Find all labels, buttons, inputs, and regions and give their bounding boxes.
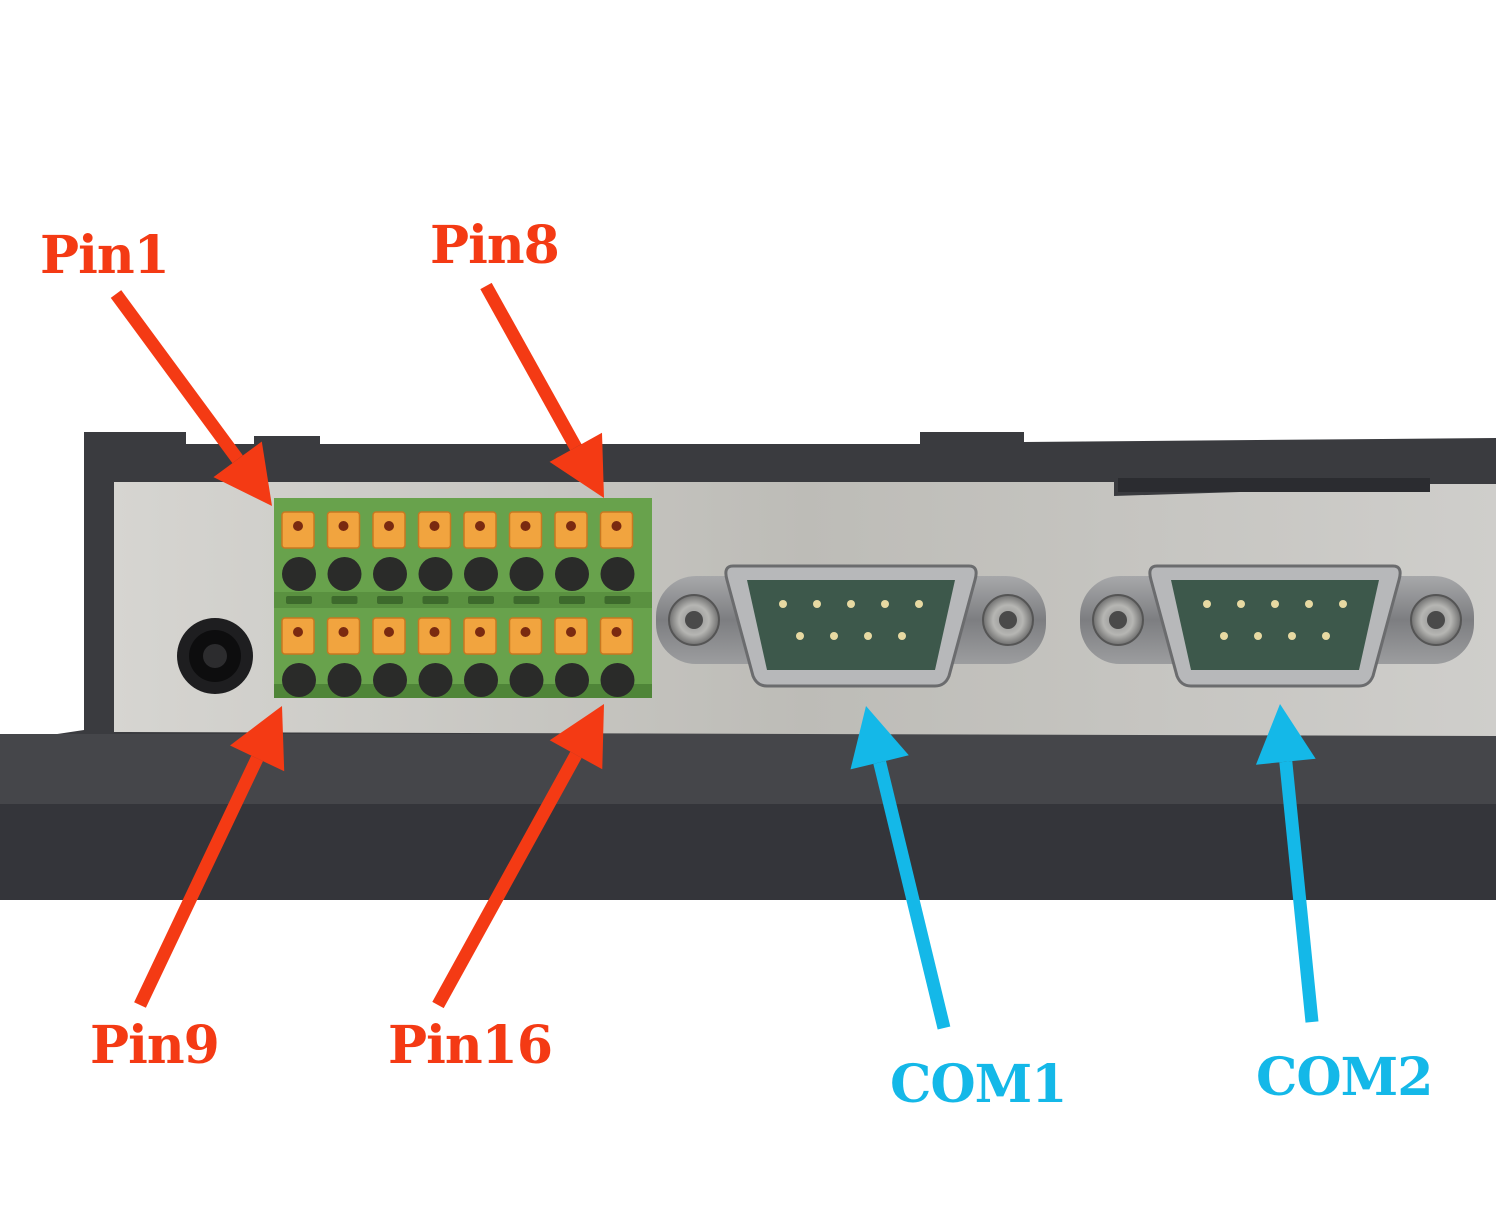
db9-screw-hole-1-1 <box>685 611 703 629</box>
arrow-pin1-head <box>213 441 272 506</box>
pin-hole-4 <box>418 557 453 591</box>
pin-latch-dot-1 <box>293 521 303 531</box>
label-pin8: Pin8 <box>430 215 560 276</box>
label-pin16: Pin16 <box>388 1015 553 1076</box>
pin-hole-1 <box>282 557 316 591</box>
arrow-com1 <box>850 706 951 1030</box>
pin-slot-1 <box>286 596 312 604</box>
db9-pin-2-6 <box>1220 632 1228 640</box>
arrow-pin8-shaft <box>480 282 582 451</box>
db9-pin-2-9 <box>1322 632 1330 640</box>
db9-pin-2-4 <box>1305 600 1313 608</box>
db9-pin-2-8 <box>1288 632 1296 640</box>
label-com1: COM1 <box>890 1054 1067 1115</box>
pin-hole-10 <box>327 663 362 697</box>
db9-pin-1-3 <box>847 600 855 608</box>
db9-pin-1-5 <box>915 600 923 608</box>
db9-pin-1-9 <box>898 632 906 640</box>
db9-pin-2-3 <box>1271 600 1279 608</box>
db9-pin-2-7 <box>1254 632 1262 640</box>
pin-hole-5 <box>464 557 498 591</box>
pin-slot-5 <box>468 596 494 604</box>
pin-latch-dot-12 <box>429 627 440 637</box>
db9-pin-2-5 <box>1339 600 1347 608</box>
db9-pin-1-4 <box>881 600 889 608</box>
pin-latch-dot-15 <box>566 627 576 637</box>
arrow-com1-shaft <box>873 760 951 1030</box>
pin-latch-dot-2 <box>338 521 349 531</box>
pin-latch-dot-11 <box>384 627 394 637</box>
pin-latch-dot-14 <box>520 627 531 637</box>
pin-hole-14 <box>509 663 544 697</box>
pin-hole-12 <box>418 663 453 697</box>
pin-latch-dot-6 <box>520 521 531 531</box>
pin-latch-dot-16 <box>611 627 622 637</box>
arrow-com2 <box>1255 704 1319 1023</box>
pin-hole-2 <box>327 557 362 591</box>
db9-pin-1-1 <box>779 600 787 608</box>
arrow-pin1 <box>110 290 272 506</box>
pin-latch-dot-4 <box>429 521 440 531</box>
pin-hole-16 <box>600 663 635 697</box>
db9-pin-1-8 <box>864 632 872 640</box>
db9-insert-1 <box>747 580 955 670</box>
pin-hole-15 <box>555 663 589 697</box>
pin-latch-dot-8 <box>611 521 622 531</box>
db9-screw-hole-2-2 <box>1427 611 1445 629</box>
pin-hole-13 <box>464 663 498 697</box>
label-pin1: Pin1 <box>40 225 170 286</box>
arrow-com2-head <box>1255 704 1316 765</box>
pin-slot-4 <box>422 596 449 604</box>
pin-latch-dot-3 <box>384 521 394 531</box>
db9-pin-1-2 <box>813 600 821 608</box>
db9-pin-1-6 <box>796 632 804 640</box>
terminal-block <box>274 498 652 698</box>
db9-screw-hole-2-1 <box>1109 611 1127 629</box>
label-pin9: Pin9 <box>90 1015 220 1076</box>
arrow-com1-head <box>850 706 909 770</box>
pin-latch-dot-7 <box>566 521 576 531</box>
pin-slot-6 <box>513 596 540 604</box>
arrow-pin8-head <box>549 432 604 498</box>
db9-insert-2 <box>1171 580 1379 670</box>
pin-latch-dot-9 <box>293 627 303 637</box>
arrow-pin16-shaft <box>432 751 582 1009</box>
arrow-pin16-head <box>549 704 604 770</box>
serial-connectors <box>656 564 1474 688</box>
arrow-pin8 <box>480 282 604 498</box>
arrow-pin1-shaft <box>110 290 243 464</box>
pin-slot-2 <box>331 596 358 604</box>
arrow-pin9-head <box>230 706 285 772</box>
pin-slot-8 <box>604 596 631 604</box>
pin-slot-7 <box>559 596 585 604</box>
arrow-pin9-shaft <box>134 755 263 1008</box>
label-com2: COM2 <box>1256 1047 1433 1108</box>
callout-arrows <box>110 282 1319 1030</box>
pin-hole-7 <box>555 557 589 591</box>
pin-latch-dot-5 <box>475 521 485 531</box>
db9-pin-1-7 <box>830 632 838 640</box>
pin-hole-8 <box>600 557 635 591</box>
db9-screw-hole-1-2 <box>999 611 1017 629</box>
pin-slot-3 <box>377 596 403 604</box>
pin-hole-9 <box>282 663 316 697</box>
pin-hole-3 <box>373 557 407 591</box>
pin-latch-dot-13 <box>475 627 485 637</box>
audio-jack <box>177 618 253 694</box>
db9-pin-2-2 <box>1237 600 1245 608</box>
db9-pin-2-1 <box>1203 600 1211 608</box>
arrow-com2-shaft <box>1279 761 1319 1023</box>
pin-hole-11 <box>373 663 407 697</box>
arrow-pin16 <box>432 704 604 1009</box>
pin-hole-6 <box>509 557 544 591</box>
pin-latch-dot-10 <box>338 627 349 637</box>
arrow-pin9 <box>134 706 285 1008</box>
